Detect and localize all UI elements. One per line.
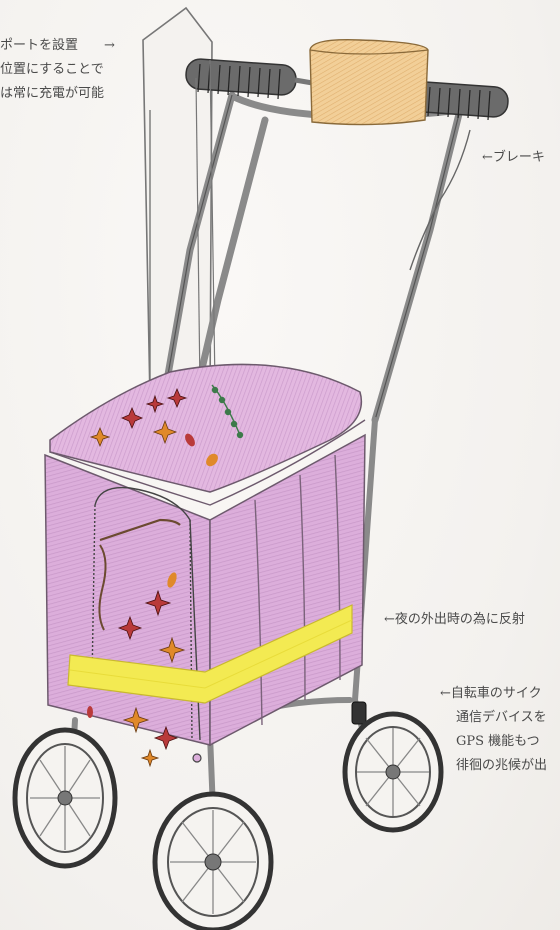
charging-box <box>309 39 429 126</box>
annotation-line: ←ブレーキ <box>482 150 545 165</box>
cart-bag-lid <box>49 363 366 506</box>
flower-pattern-lid <box>89 384 244 467</box>
annotation-line: 徘徊の兆候が出 <box>456 758 548 773</box>
annotation-line: ←夜の外出時の為に反射 <box>384 612 525 627</box>
brake-cable <box>409 129 471 271</box>
annotation-line: GPS 機能もつ <box>456 734 540 749</box>
annotation-line: ポートを設置 → <box>0 38 115 53</box>
handle-grip-left <box>185 58 297 100</box>
annotation-reflector: ←夜の外出時の為に反射 <box>384 608 525 632</box>
wheel-rear-right <box>342 711 444 833</box>
flower-pattern-front <box>87 572 186 768</box>
gps-device <box>351 701 367 725</box>
cords <box>195 59 216 389</box>
annotation-gps: ←自転車のサイク 通信デバイスを GPS 機能もつ 徘徊の兆候が出 <box>440 682 547 778</box>
pole <box>142 6 213 401</box>
annotation-line: 位置にすることで <box>0 62 104 77</box>
wheel-front-right <box>152 791 274 930</box>
annotation-line: ←自転車のサイク <box>440 686 542 701</box>
zipper-pocket <box>91 486 201 741</box>
annotation-charging-port: ポートを設置 → 位置にすることで は常に充電が可能 <box>0 34 115 106</box>
annotation-brake: ←ブレーキ <box>482 146 545 170</box>
annotation-line: は常に充電が可能 <box>0 86 105 101</box>
wheel-front-left <box>12 727 118 869</box>
annotation-line: 通信デバイスを <box>456 710 547 725</box>
reflector-band <box>67 604 353 704</box>
